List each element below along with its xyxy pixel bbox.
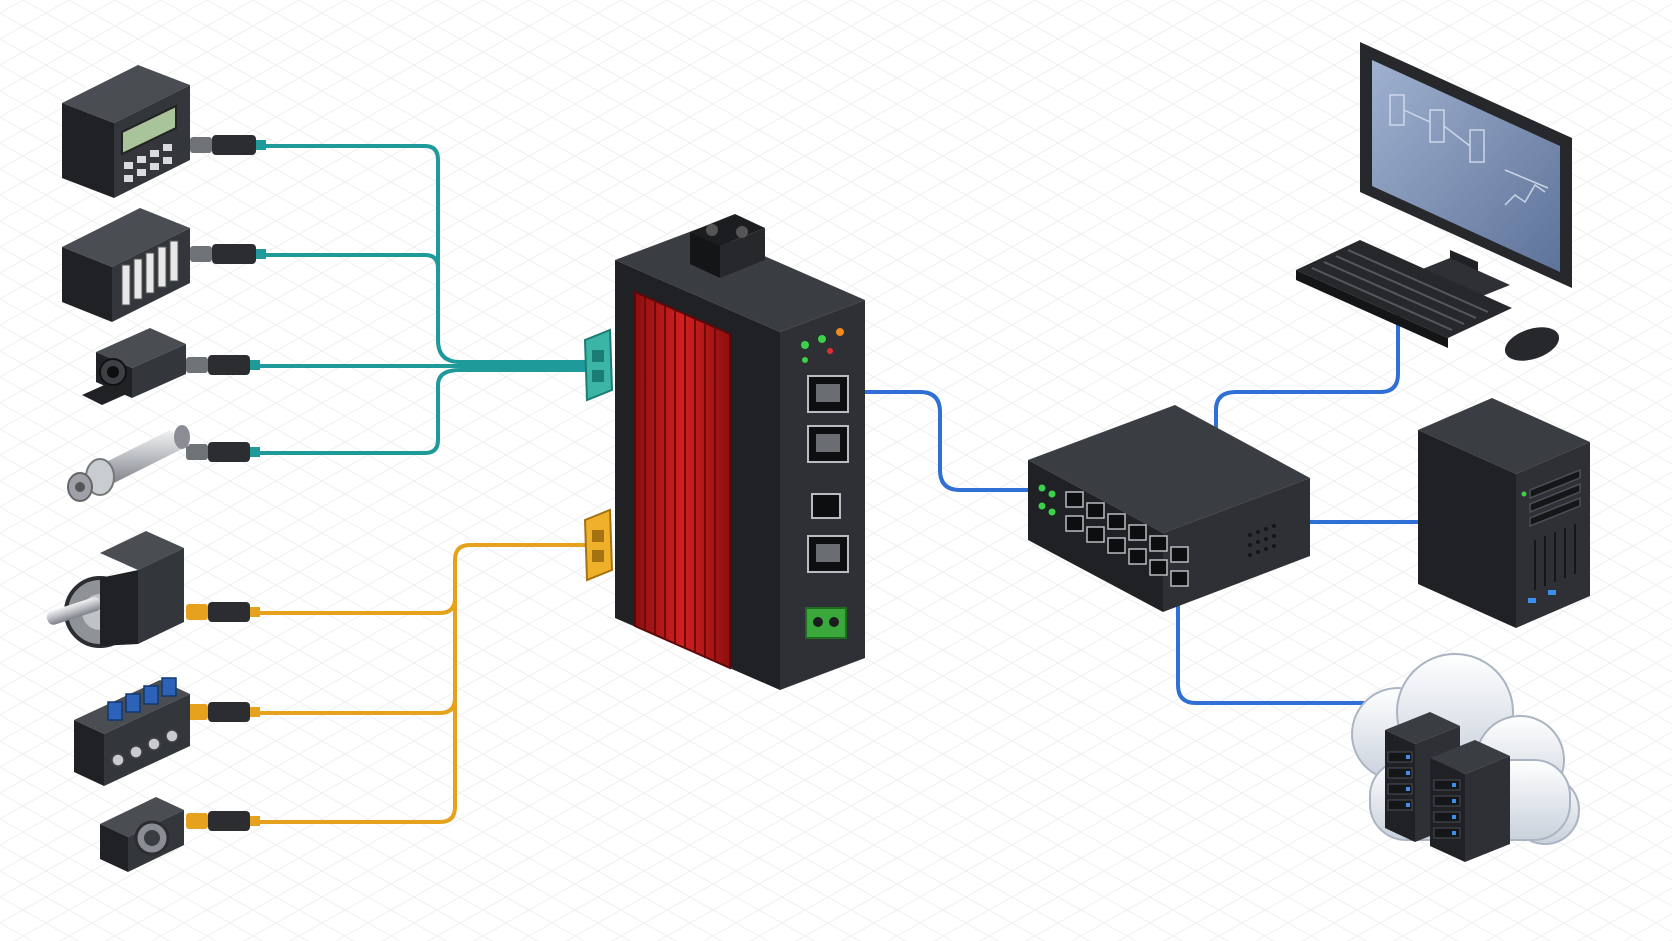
- heatsink: [634, 290, 731, 670]
- plug-io: [190, 244, 266, 264]
- cable-plugs: [186, 135, 266, 831]
- workstation-icon: [1296, 42, 1572, 361]
- rj45-port-2: [807, 425, 849, 463]
- cloud-servers-icon: [1351, 653, 1580, 862]
- io-module-icon: [62, 208, 190, 322]
- plug-camera: [186, 355, 260, 375]
- field-links-teal: [256, 144, 587, 455]
- power-terminal: [805, 607, 847, 639]
- link-io-module: [260, 253, 440, 270]
- usb-port: [811, 493, 841, 519]
- operator-panel-icon: [62, 65, 190, 198]
- sensor-icon: [82, 328, 186, 405]
- field-connector-orange: [583, 508, 614, 582]
- plug-hmi: [190, 135, 266, 155]
- plug-valve: [186, 702, 260, 722]
- rj45-port-3: [807, 535, 849, 573]
- plug-encoder: [186, 811, 260, 831]
- monitor-screen: [1372, 60, 1560, 272]
- industrial-gateway-icon: [583, 214, 865, 690]
- field-links-orange: [256, 543, 587, 824]
- servo-motor-icon: [46, 531, 184, 648]
- link-pressure-transducer: [256, 368, 587, 455]
- keyboard: [1296, 240, 1512, 338]
- link-switch-workstation: [1214, 313, 1400, 448]
- link-servo-motor: [256, 543, 587, 615]
- plug-servo: [186, 602, 260, 622]
- encoder-icon: [100, 797, 184, 872]
- network-links-blue: [863, 313, 1420, 705]
- rj45-port-1: [807, 375, 849, 413]
- cloud-server-rack-2: [1430, 740, 1510, 862]
- link-encoder: [256, 696, 457, 824]
- link-gateway-switch: [863, 390, 1042, 492]
- mouse: [1504, 327, 1560, 361]
- pressure-sensor-icon: [67, 425, 190, 502]
- link-switch-cloud: [1176, 594, 1370, 705]
- link-hmi-panel: [260, 144, 587, 364]
- network-switch-icon: [1028, 405, 1310, 612]
- plug-pressure: [186, 442, 260, 462]
- server-tower-icon: [1418, 398, 1590, 628]
- valve-terminal-icon: [74, 677, 190, 786]
- switch-port-grid: [1065, 491, 1189, 587]
- field-connector-teal: [583, 328, 614, 402]
